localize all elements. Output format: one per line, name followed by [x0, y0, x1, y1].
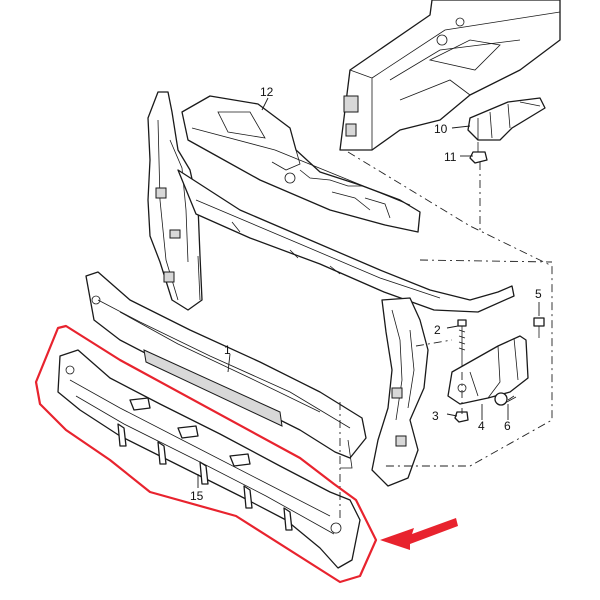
- nut-part-11: [469, 142, 488, 164]
- callout-4: 4: [478, 419, 485, 433]
- bolt-part-2: [457, 319, 467, 372]
- bracket-part-10: [467, 97, 546, 141]
- bumper-reinforcement: [85, 271, 367, 469]
- leader-lines: [197, 97, 540, 488]
- bolt-part-5: [533, 317, 545, 338]
- bolt-part-6: [494, 392, 517, 406]
- callout-3: 3: [432, 409, 439, 423]
- lock-carrier-part-1: [147, 91, 515, 487]
- callout-1: 1: [224, 343, 231, 357]
- nut-part-3: [454, 411, 469, 423]
- upper-cross-panel-part-12: [181, 95, 421, 233]
- callout-10: 10: [434, 122, 448, 136]
- assembly-lines: [339, 151, 553, 520]
- callout-5: 5: [535, 287, 542, 301]
- highlight-outline: [34, 324, 378, 584]
- callout-2: 2: [434, 323, 441, 337]
- highlight-arrow: [380, 518, 458, 550]
- frame-rail: [339, 0, 561, 151]
- callout-labels: 1 2 3 4 5 6 10 11 12 15: [190, 85, 542, 503]
- callout-11: 11: [444, 150, 457, 164]
- callout-15: 15: [190, 489, 204, 503]
- impact-absorber-part-15: [57, 349, 361, 569]
- callout-6: 6: [504, 419, 511, 433]
- side-bracket-part-4: [447, 335, 529, 405]
- callout-12: 12: [260, 85, 274, 99]
